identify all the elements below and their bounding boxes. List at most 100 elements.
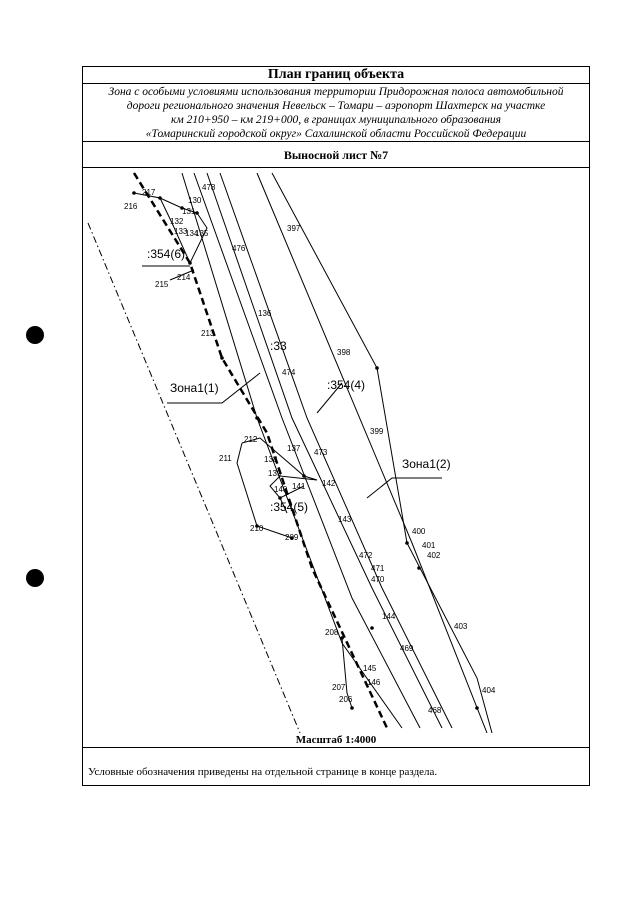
point-label: 133 xyxy=(174,227,188,236)
boundary-point-marker xyxy=(278,496,282,500)
point-label: 471 xyxy=(371,564,385,573)
road-line xyxy=(181,172,403,729)
point-label: 206 xyxy=(339,695,353,704)
point-label: 399 xyxy=(370,427,384,436)
boundary-point-marker xyxy=(340,636,344,640)
point-label: 138 xyxy=(264,455,278,464)
point-label: 131 xyxy=(182,207,196,216)
point-label: 470 xyxy=(371,575,385,584)
point-label: 402 xyxy=(427,551,441,560)
point-label: 404 xyxy=(482,686,496,695)
point-label: 143 xyxy=(338,515,352,524)
point-label: 209 xyxy=(285,533,299,542)
point-label: 139 xyxy=(268,469,282,478)
polygon-edge xyxy=(279,497,288,514)
point-label: 397 xyxy=(287,224,301,233)
zone-label: :354(4) xyxy=(327,378,365,392)
zone-label: :33 xyxy=(270,339,287,353)
boundary-point-marker xyxy=(255,416,259,420)
point-label: 472 xyxy=(359,551,373,560)
boundary-point-marker xyxy=(158,196,162,200)
boundary-point-marker xyxy=(195,211,199,215)
boundary-point-marker xyxy=(375,366,379,370)
point-label: 130 xyxy=(188,196,202,205)
point-label: 473 xyxy=(314,448,328,457)
right-boundary-line xyxy=(271,172,493,733)
description-line: дороги регионального значения Невельск –… xyxy=(126,100,546,112)
point-label: 132 xyxy=(170,217,184,226)
binder-hole-bottom xyxy=(26,569,44,587)
point-label: 141 xyxy=(292,482,306,491)
point-label: 146 xyxy=(367,678,381,687)
point-label: 217 xyxy=(142,188,156,197)
point-label: 134 xyxy=(185,229,199,238)
zone-label: Зона1(2) xyxy=(402,457,451,471)
point-label: 142 xyxy=(322,479,336,488)
page-title: План границ объекта xyxy=(82,66,590,84)
boundary-point-marker xyxy=(302,474,306,478)
zone-leader-line xyxy=(366,477,442,499)
zone-leader-line xyxy=(167,372,261,404)
description-line: км 210+950 – км 219+000, в границах муни… xyxy=(170,114,502,126)
point-label: 214 xyxy=(177,273,191,282)
road-line xyxy=(193,172,421,729)
point-label: 144 xyxy=(382,612,396,621)
binder-hole-top xyxy=(26,326,44,344)
point-label: 208 xyxy=(325,628,339,637)
boundary-point-marker xyxy=(180,206,184,210)
zone-leader-line xyxy=(316,382,343,414)
road-line xyxy=(206,172,443,729)
point-label: 478 xyxy=(202,183,216,192)
point-label: 145 xyxy=(363,664,377,673)
zone-label: Зона1(1) xyxy=(170,381,219,395)
point-label: 135 xyxy=(195,229,209,238)
boundary-point-marker xyxy=(417,566,421,570)
point-label: 400 xyxy=(412,527,426,536)
boundary-point-marker xyxy=(475,706,479,710)
object-description: Зона с особыми условиями использования т… xyxy=(82,84,590,142)
sheet-number: Выносной лист №7 xyxy=(82,142,590,168)
zone-boundary-line xyxy=(132,172,389,729)
polygon-edge xyxy=(341,637,353,709)
point-label: 140 xyxy=(274,485,288,494)
point-label: 212 xyxy=(244,435,258,444)
leader-line xyxy=(169,269,195,281)
road-line xyxy=(219,172,453,729)
point-label: 468 xyxy=(428,706,442,715)
boundary-point-marker xyxy=(132,191,136,195)
boundary-point-marker xyxy=(350,706,354,710)
point-label: 474 xyxy=(282,368,296,377)
boundary-point-marker xyxy=(290,536,294,540)
sheet-frame xyxy=(82,66,590,786)
zone-label: :354(5) xyxy=(270,500,308,514)
boundary-point-marker xyxy=(220,356,224,360)
polygon-edge xyxy=(241,437,318,499)
outer-boundary-line xyxy=(87,222,301,733)
map-scale: Масштаб 1:4000 xyxy=(295,734,377,746)
description-line: Зона с особыми условиями использования т… xyxy=(108,86,564,98)
point-label: 403 xyxy=(454,622,468,631)
description-line: «Томаринский городской округ» Сахалинско… xyxy=(145,128,527,140)
point-label: 207 xyxy=(332,683,346,692)
point-label: 216 xyxy=(124,202,138,211)
boundary-point-marker xyxy=(370,626,374,630)
point-label: 476 xyxy=(232,244,246,253)
point-label: 398 xyxy=(337,348,351,357)
boundary-point-marker xyxy=(188,261,192,265)
point-label: 469 xyxy=(400,644,414,653)
zone-label: :354(6) xyxy=(147,247,185,261)
point-label: 215 xyxy=(155,280,169,289)
point-label: 211 xyxy=(219,454,232,463)
boundary-map: 217 216 130 131 132 133 134 135 478 476 … xyxy=(87,172,496,733)
point-label: 401 xyxy=(422,541,436,550)
road-line xyxy=(256,172,488,733)
legend-note: Условные обозначения приведены на отдель… xyxy=(88,766,438,778)
boundary-point-marker xyxy=(405,541,409,545)
point-label: 213 xyxy=(201,329,215,338)
polygon-edge xyxy=(133,192,208,265)
divider xyxy=(82,747,590,748)
point-label: 210 xyxy=(250,524,264,533)
point-label: 137 xyxy=(287,444,301,453)
boundary-point-marker xyxy=(255,524,259,528)
polygon-edge xyxy=(236,442,293,539)
